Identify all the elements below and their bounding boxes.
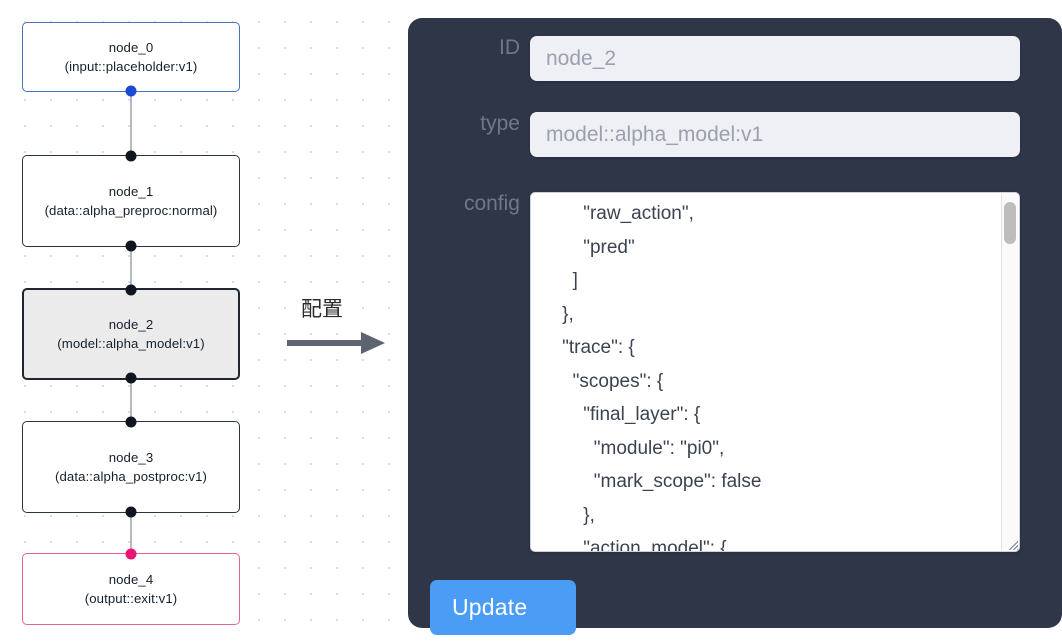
graph-node-node_3[interactable]: node_3(data::alpha_postproc:v1): [22, 416, 240, 518]
graph-node-node_0[interactable]: node_0(input::placeholder:v1): [22, 22, 240, 97]
node-handle-target-node_3[interactable]: [125, 416, 137, 428]
graph-canvas[interactable]: node_0(input::placeholder:v1) node_1(dat…: [0, 0, 400, 643]
edge-node3-node4: [130, 508, 132, 556]
field-row-config: config "raw_action", "pred" ] }, "trace"…: [408, 192, 1062, 552]
edge-node0-node1: [130, 88, 132, 160]
graph-node-label: node_0(input::placeholder:v1): [64, 40, 198, 74]
graph-node-label: node_3(data::alpha_postproc:v1): [54, 450, 208, 484]
type-field-label: type: [480, 112, 520, 135]
graph-node-label: node_2(model::alpha_model:v1): [57, 317, 205, 351]
graph-node-node_4[interactable]: node_4(output::exit:v1): [22, 548, 240, 625]
field-row-id: ID: [408, 36, 1062, 81]
graph-node-node_1[interactable]: node_1(data::alpha_preproc:normal): [22, 150, 240, 252]
node-handle-target-node_1[interactable]: [125, 150, 137, 162]
update-button[interactable]: Update: [430, 580, 576, 635]
edge-node1-node2: [130, 242, 132, 292]
node-handle-source-node_2[interactable]: [125, 372, 137, 384]
annotation-label: 配置: [301, 297, 343, 321]
type-input[interactable]: [530, 112, 1020, 157]
node-handle-source-node_3[interactable]: [125, 506, 137, 518]
config-vertical-scrollbar[interactable]: [1001, 194, 1018, 550]
annotation-group: 配置: [285, 296, 395, 357]
id-input[interactable]: [530, 36, 1020, 81]
config-textarea-wrap: "raw_action", "pred" ] }, "trace": { "sc…: [530, 192, 1020, 552]
node-handle-source-node_0[interactable]: [125, 85, 137, 97]
field-row-type: type: [408, 112, 1062, 157]
graph-node-label: node_4(output::exit:v1): [84, 572, 178, 606]
scrollbar-thumb[interactable]: [1004, 202, 1016, 244]
node-handle-target-node_4[interactable]: [125, 548, 137, 560]
id-field-label: ID: [499, 36, 520, 59]
node-config-panel: ID type config "raw_action", "pred" ] },…: [408, 18, 1062, 635]
resize-grip-icon[interactable]: [1002, 534, 1018, 550]
edge-node2-node3: [130, 376, 132, 424]
config-field-label: config: [463, 192, 520, 215]
node-handle-target-node_2[interactable]: [125, 284, 137, 296]
graph-node-node_2[interactable]: node_2(model::alpha_model:v1): [22, 284, 240, 384]
node-handle-source-node_1[interactable]: [125, 240, 137, 252]
right-arrow-icon: [287, 332, 385, 354]
config-textarea[interactable]: "raw_action", "pred" ] }, "trace": { "sc…: [530, 192, 1020, 552]
graph-node-label: node_1(data::alpha_preproc:normal): [44, 184, 218, 218]
